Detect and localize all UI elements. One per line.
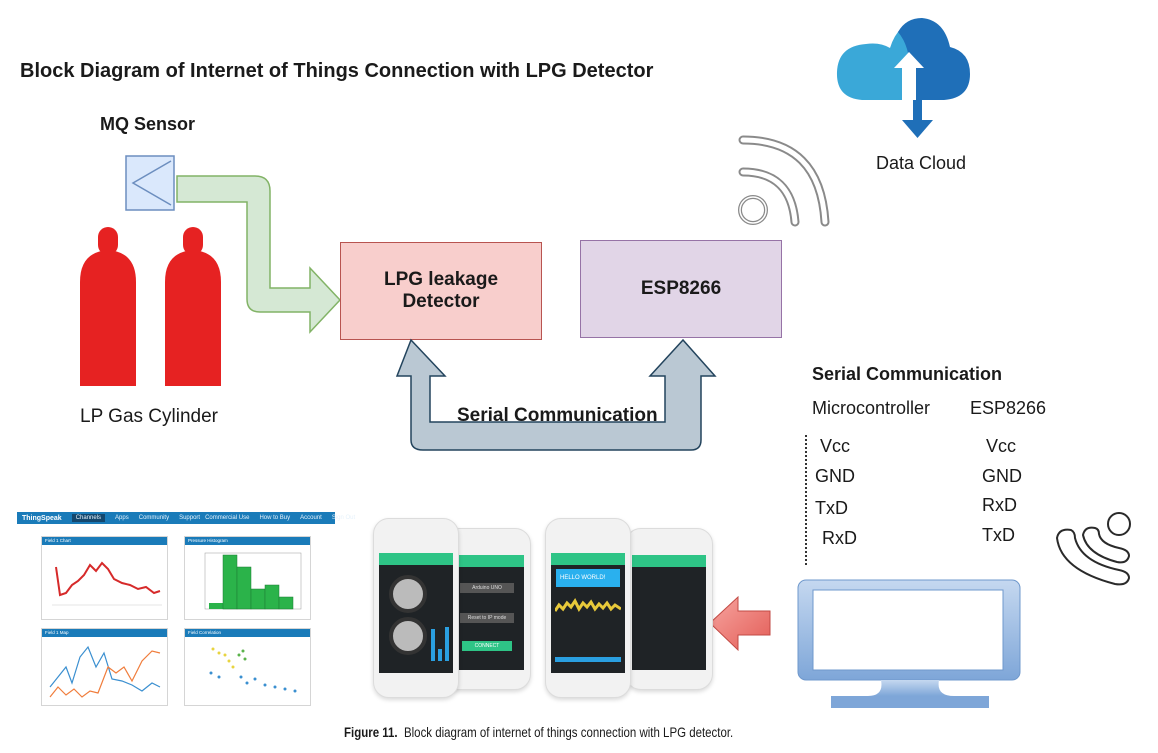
serial-table-divider xyxy=(805,435,807,565)
serial-communication-label: Serial Communication xyxy=(457,405,658,426)
pressure-histogram xyxy=(204,552,302,610)
esp8266-label: ESP8266 xyxy=(640,278,722,299)
thingspeak-brand[interactable]: ThingSpeak xyxy=(22,514,62,522)
cloud-upload-download-icon xyxy=(836,18,970,138)
wifi-signal-icon xyxy=(738,135,830,227)
pin-esp-rxd: RxD xyxy=(982,495,1017,515)
phone-ios-1 xyxy=(373,518,459,698)
pin-micro-gnd: GND xyxy=(815,466,855,486)
pin-esp-gnd: GND xyxy=(982,466,1022,486)
knob-2[interactable] xyxy=(389,617,427,655)
sensor-icon xyxy=(125,155,175,211)
scatter-plot xyxy=(209,647,297,693)
panel-field-map: Field 1 Map xyxy=(41,628,168,706)
audio-waveform xyxy=(555,598,621,612)
mq-sensor-label: MQ Sensor xyxy=(100,114,196,134)
serial-table-title: Serial Communication xyxy=(812,364,1003,384)
wireless-contactless-icon xyxy=(1055,512,1131,586)
sensor-to-detector-arrow xyxy=(176,175,342,334)
serial-communication-arrow xyxy=(395,338,717,451)
phone-button-connect[interactable]: CONNECT xyxy=(462,641,512,651)
pin-micro-vcc: Vcc xyxy=(820,436,851,456)
figure-caption-text: Block diagram of internet of things conn… xyxy=(403,724,734,740)
nav-buy[interactable]: How to Buy xyxy=(259,515,291,521)
thingspeak-dashboard: ThingSpeak Channels Apps Community Suppo… xyxy=(17,512,355,706)
nav-channels[interactable]: Channels xyxy=(71,514,106,522)
hello-world-banner: HELLO WORLD! xyxy=(556,569,620,587)
panel-histogram: Pressure Histogram xyxy=(184,536,311,620)
nav-account[interactable]: Account xyxy=(300,515,322,521)
multi-line-chart xyxy=(49,645,161,698)
serial-table-header-microcontroller: Microcontroller xyxy=(812,398,931,418)
monitor-icon xyxy=(797,579,1021,708)
phone-android-2 xyxy=(625,528,713,690)
left-arrow-icon xyxy=(709,595,771,652)
pin-micro-txd: TxD xyxy=(815,498,848,518)
gas-cylinder-label: LP Gas Cylinder xyxy=(80,406,218,427)
nav-commercial[interactable]: Commercial Use xyxy=(205,515,250,521)
figure-caption: Figure 11. Block diagram of internet of … xyxy=(344,724,733,740)
temperature-line-chart xyxy=(52,561,162,606)
pin-esp-vcc: Vcc xyxy=(986,436,1017,456)
panel-field-chart: Field 1 Chart xyxy=(41,536,168,620)
pin-micro-rxd: RxD xyxy=(822,528,857,548)
thingspeak-nav: ThingSpeak Channels Apps Community Suppo… xyxy=(17,512,355,524)
panel-title: Field 1 Chart xyxy=(42,537,167,545)
serial-table-header-esp8266: ESP8266 xyxy=(970,398,1047,418)
phone-button-arduino[interactable]: Arduino UNO xyxy=(460,583,514,593)
nav-community[interactable]: Community xyxy=(138,515,170,521)
nav-signout[interactable]: Sign Out xyxy=(331,515,356,521)
figure-label: Figure 11. xyxy=(344,724,398,740)
gas-cylinder-icon xyxy=(80,227,221,386)
nav-apps[interactable]: Apps xyxy=(115,515,129,521)
knob-1[interactable] xyxy=(389,575,427,613)
panel-title: Pressure Histogram xyxy=(185,537,310,545)
panel-title: Field 1 Map xyxy=(42,629,167,637)
cylinder-2 xyxy=(165,227,221,386)
detector-line1: LPG leakage xyxy=(383,269,499,290)
panel-title: Field Correlation xyxy=(185,629,310,637)
data-cloud-label: Data Cloud xyxy=(876,153,967,173)
panel-correlation: Field Correlation xyxy=(184,628,311,706)
diagram-title: Block Diagram of Internet of Things Conn… xyxy=(20,60,654,82)
nav-support[interactable]: Support xyxy=(179,515,201,521)
pin-esp-txd: TxD xyxy=(982,525,1015,545)
esp8266-block: ESP8266 xyxy=(580,240,782,338)
cylinder-1 xyxy=(80,227,136,386)
detector-line2: Detector xyxy=(402,291,480,312)
phone-button-reset[interactable]: Reset to IP mode xyxy=(460,613,514,623)
phone-ios-2: HELLO WORLD! xyxy=(545,518,631,698)
